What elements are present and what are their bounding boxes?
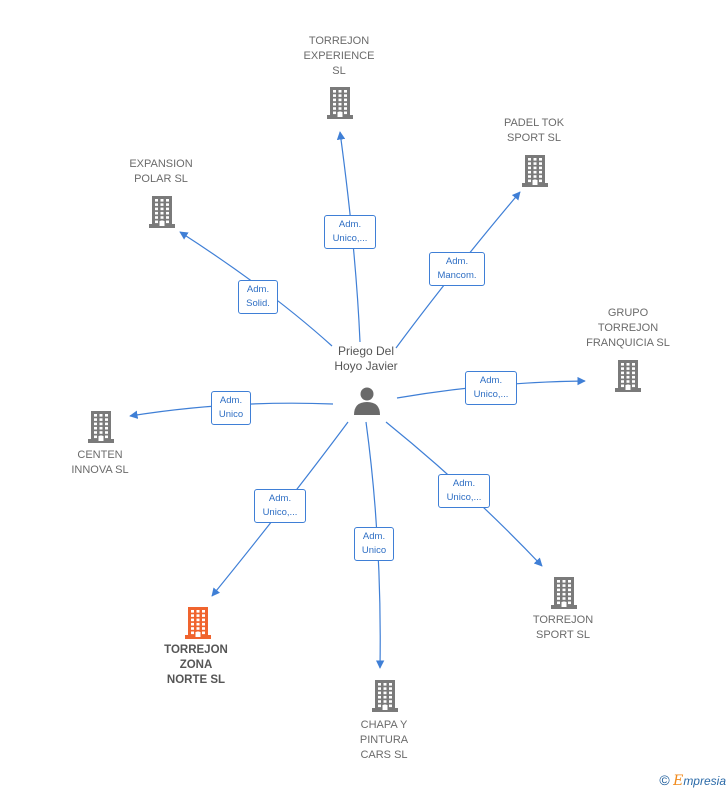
footer-brand: © Empresia bbox=[659, 772, 726, 789]
building-icon[interactable] bbox=[520, 153, 550, 192]
role-badge-grupo-torrejon[interactable]: Adm. Unico,... bbox=[465, 371, 517, 405]
person-icon[interactable] bbox=[352, 385, 382, 420]
company-label-torrejon-sport[interactable]: TORREJON SPORT SL bbox=[532, 614, 594, 641]
role-badge-torrejon-experience[interactable]: Adm. Unico,... bbox=[324, 215, 376, 249]
company-label-torrejon-experience[interactable]: TORREJON EXPERIENCE SL bbox=[303, 34, 375, 77]
building-icon[interactable] bbox=[147, 194, 177, 233]
brand-initial: E bbox=[673, 773, 684, 789]
role-badge-padel-tok[interactable]: Adm. Mancom. bbox=[429, 252, 485, 286]
role-badge-expansion-polar[interactable]: Adm. Solid. bbox=[238, 280, 278, 314]
person-name[interactable]: Priego Del Hoyo Javier bbox=[334, 344, 398, 373]
company-label-expansion-polar[interactable]: EXPANSION POLAR SL bbox=[129, 158, 193, 185]
copyright-symbol: © bbox=[659, 772, 670, 788]
role-badge-centen-innova[interactable]: Adm. Unico bbox=[211, 391, 251, 425]
building-icon[interactable] bbox=[86, 409, 116, 448]
company-label-torrejon-zona-norte[interactable]: TORREJON ZONA NORTE SL bbox=[164, 643, 228, 686]
role-badge-chapa-pintura[interactable]: Adm. Unico bbox=[354, 527, 394, 561]
building-icon[interactable] bbox=[183, 605, 213, 644]
company-label-padel-tok[interactable]: PADEL TOK SPORT SL bbox=[503, 117, 565, 144]
building-icon[interactable] bbox=[549, 575, 579, 614]
brand-name: mpresia bbox=[683, 774, 726, 788]
building-icon[interactable] bbox=[325, 85, 355, 124]
company-label-centen-innova[interactable]: CENTEN INNOVA SL bbox=[71, 449, 129, 476]
role-badge-torrejon-sport[interactable]: Adm. Unico,... bbox=[438, 474, 490, 508]
building-icon[interactable] bbox=[370, 678, 400, 717]
building-icon[interactable] bbox=[613, 358, 643, 397]
company-label-chapa-pintura[interactable]: CHAPA Y PINTURA CARS SL bbox=[359, 718, 409, 761]
role-badge-torrejon-zona-norte[interactable]: Adm. Unico,... bbox=[254, 489, 306, 523]
company-label-grupo-torrejon[interactable]: GRUPO TORREJON FRANQUICIA SL bbox=[586, 306, 670, 349]
